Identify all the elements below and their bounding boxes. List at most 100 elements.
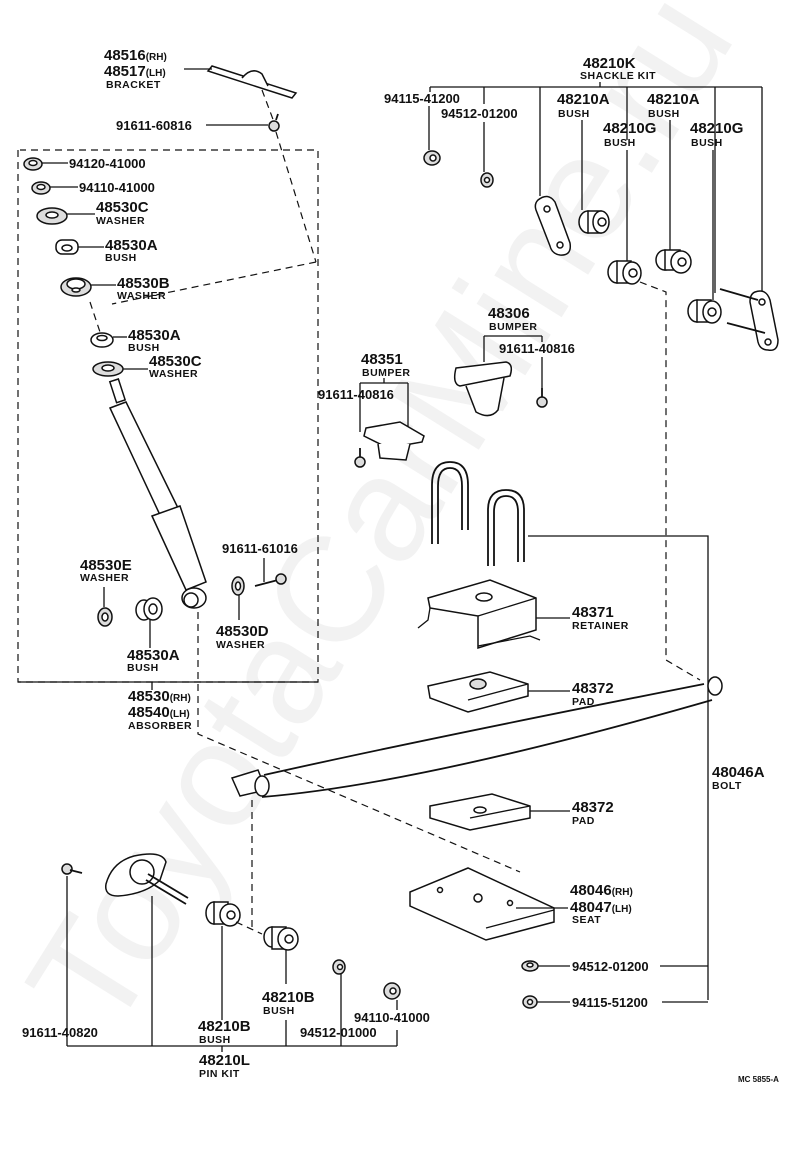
washer-48530b-part[interactable] xyxy=(60,277,92,297)
svg-text:BUSH: BUSH xyxy=(263,1005,295,1017)
svg-text:BUMPER: BUMPER xyxy=(489,321,538,333)
label-washer-48530c-top: 48530C WASHER xyxy=(96,199,149,227)
pin-nut-part[interactable] xyxy=(383,982,401,1000)
dash-to-washer xyxy=(111,261,317,305)
u-bolt-nut-part[interactable] xyxy=(522,995,538,1009)
svg-text:48530A: 48530A xyxy=(128,327,181,344)
bumper-upper-part[interactable] xyxy=(453,361,513,417)
label-bumper-lower-bolt: 91611-40816 xyxy=(318,387,394,402)
svg-text:BUSH: BUSH xyxy=(648,108,680,120)
svg-text:BUSH: BUSH xyxy=(105,252,137,264)
svg-text:48046A: 48046A xyxy=(712,764,765,781)
bumper-lower-bolt-part[interactable] xyxy=(354,448,366,468)
label-bracket-bolt: 91611-60816 xyxy=(116,118,192,133)
svg-text:WASHER: WASHER xyxy=(80,572,129,584)
label-pin-bush-b1: 48210B BUSH xyxy=(198,1018,251,1046)
svg-text:BUSH: BUSH xyxy=(691,137,723,149)
svg-text:SHACKLE KIT: SHACKLE KIT xyxy=(580,70,656,82)
label-u-bolt-nut: 94115-51200 xyxy=(572,995,648,1010)
svg-text:BUSH: BUSH xyxy=(199,1034,231,1046)
washer-48530e-part[interactable] xyxy=(97,607,113,627)
label-shackle-bush-a1: 48210A BUSH xyxy=(557,91,610,120)
u-bolt-rear-part[interactable] xyxy=(487,489,525,566)
pin-shackle-part[interactable] xyxy=(105,853,189,905)
shackle-plate-left-part[interactable] xyxy=(534,195,572,256)
pin-washer-part[interactable] xyxy=(332,959,346,975)
diagram-code: MC 5855-A xyxy=(738,1075,779,1084)
shackle-bush-a1-part[interactable] xyxy=(578,210,610,234)
label-shackle-kit: 48210K SHACKLE KIT xyxy=(580,55,656,82)
label-shackle-washer: 94512-01200 xyxy=(441,106,518,121)
pad-upper-part[interactable] xyxy=(427,671,529,713)
label-absorber: 48530(RH) 48540(LH) ABSORBER xyxy=(128,688,192,732)
label-nut-94120: 94120-41000 xyxy=(69,156,146,171)
dash-stack-center xyxy=(89,301,101,333)
svg-text:48372: 48372 xyxy=(572,799,614,816)
svg-text:48540(LH): 48540(LH) xyxy=(128,704,190,721)
label-washer-48530e: 48530E WASHER xyxy=(80,557,132,584)
washer-48530c-mid-part[interactable] xyxy=(92,361,124,377)
label-washer-48530b: 48530B WASHER xyxy=(117,275,170,302)
label-u-bolt: 48046A BOLT xyxy=(712,764,765,792)
label-retainer: 48371 RETAINER xyxy=(572,604,629,632)
svg-text:SEAT: SEAT xyxy=(572,914,601,926)
leaf-spring-part[interactable] xyxy=(230,676,723,798)
pad-lower-part[interactable] xyxy=(429,793,531,831)
svg-text:48517(LH): 48517(LH) xyxy=(104,63,166,80)
svg-text:48530D: 48530D xyxy=(216,623,269,640)
nut-94110-top-part[interactable] xyxy=(31,181,51,195)
bush-48530a-mid-part[interactable] xyxy=(90,332,114,348)
svg-text:48530B: 48530B xyxy=(117,275,170,292)
shock-absorber-part[interactable] xyxy=(108,378,207,609)
washer-48530c-top-part[interactable] xyxy=(36,207,68,225)
washer-48530d-part[interactable] xyxy=(231,576,245,596)
u-bolt-washer-part[interactable] xyxy=(521,960,539,972)
label-bumper-upper: 48306 BUMPER xyxy=(488,305,538,333)
svg-text:BUSH: BUSH xyxy=(128,342,160,354)
shackle-kit-bracket-lines xyxy=(429,82,763,293)
label-bracket: 48516(RH) 48517(LH) BRACKET xyxy=(104,47,167,91)
svg-text:48372: 48372 xyxy=(572,680,614,697)
bolt-91611-61016-part[interactable] xyxy=(254,573,287,587)
dash-shackle-to-spring xyxy=(639,281,701,681)
shackle-bush-a2-part[interactable] xyxy=(655,249,692,274)
pin-bush-b2-part[interactable] xyxy=(263,926,299,951)
svg-text:48210L: 48210L xyxy=(199,1052,250,1069)
label-pin-washer: 94512-01000 xyxy=(300,1025,377,1040)
leader-u-bolt xyxy=(528,535,709,1000)
svg-text:BOLT: BOLT xyxy=(712,780,742,792)
label-bush-48530a-bottom: 48530A BUSH xyxy=(127,647,180,674)
seat-part[interactable] xyxy=(409,867,555,941)
label-bumper-lower: 48351 BUMPER xyxy=(361,351,410,379)
bumper-upper-bolt-part[interactable] xyxy=(536,388,548,408)
label-nut-94110-top: 94110-41000 xyxy=(79,180,155,195)
pin-bolt-part[interactable] xyxy=(61,863,83,875)
bracket-bolt-part[interactable] xyxy=(268,113,280,132)
dash-absorber-seat xyxy=(197,612,521,873)
bush-48530a-top-part[interactable] xyxy=(55,239,79,255)
pin-bush-b1-part[interactable] xyxy=(205,901,241,927)
svg-text:BUSH: BUSH xyxy=(604,137,636,149)
svg-text:48530C: 48530C xyxy=(149,353,202,370)
bush-48530a-bottom-part[interactable] xyxy=(135,597,163,621)
nut-94120-part[interactable] xyxy=(23,157,43,171)
shackle-plate-right-part[interactable] xyxy=(719,288,779,352)
u-bolt-front-part[interactable] xyxy=(431,461,469,544)
shackle-bush-g2-part[interactable] xyxy=(687,299,722,324)
retainer-part[interactable] xyxy=(417,579,541,650)
svg-text:48530(RH): 48530(RH) xyxy=(128,688,191,705)
svg-text:RETAINER: RETAINER xyxy=(572,620,629,632)
bracket-bumper-upper xyxy=(483,335,543,362)
shackle-bush-g1-part[interactable] xyxy=(607,260,642,285)
shackle-washer-part[interactable] xyxy=(480,172,494,188)
svg-text:WASHER: WASHER xyxy=(96,215,145,227)
bracket-part[interactable] xyxy=(206,65,298,99)
svg-text:WASHER: WASHER xyxy=(216,639,265,651)
label-shackle-bush-g2: 48210G BUSH xyxy=(690,120,743,149)
shackle-nut-part[interactable] xyxy=(423,150,441,166)
label-pad-lower: 48372 PAD xyxy=(572,799,614,827)
label-washer-48530d: 48530D WASHER xyxy=(216,623,269,651)
svg-text:48306: 48306 xyxy=(488,305,530,322)
bumper-lower-part[interactable] xyxy=(363,421,425,461)
